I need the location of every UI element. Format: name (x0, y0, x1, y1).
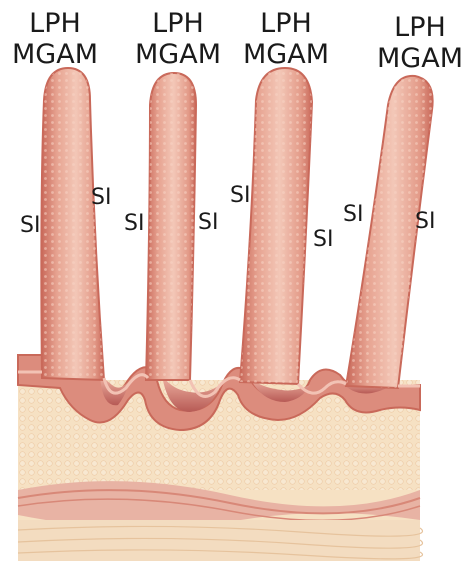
villus-1-left-si-label: SI (20, 215, 40, 237)
villus-3-left-si-label: SI (230, 185, 250, 207)
villus-2-enzyme-label: LPH MGAM (123, 10, 233, 68)
villus-3-right-si-label: SI (313, 229, 333, 251)
villus-3 (240, 68, 312, 384)
villus-1-right-si-label: SI (91, 187, 111, 209)
villus-2-lph-label: LPH (123, 10, 233, 37)
villus-2-left-si-label: SI (124, 213, 144, 235)
villus-1-mgam-label: MGAM (0, 41, 110, 68)
villus-2-right-si-label: SI (198, 212, 218, 234)
villus-4-left-si-label: SI (343, 204, 363, 226)
villus-2-mgam-label: MGAM (123, 41, 233, 68)
villus-4-right-si-label: SI (415, 211, 435, 233)
villus-1-enzyme-label: LPH MGAM (0, 10, 110, 68)
villus-4-mgam-label: MGAM (365, 45, 475, 72)
villus-1 (41, 68, 104, 380)
villus-3-enzyme-label: LPH MGAM (231, 10, 341, 68)
villus-2 (146, 73, 196, 380)
villus-3-mgam-label: MGAM (231, 41, 341, 68)
villus-4-enzyme-label: LPH MGAM (365, 14, 475, 72)
villus-4-lph-label: LPH (365, 14, 475, 41)
villus-1-lph-label: LPH (0, 10, 110, 37)
villus-3-lph-label: LPH (231, 10, 341, 37)
